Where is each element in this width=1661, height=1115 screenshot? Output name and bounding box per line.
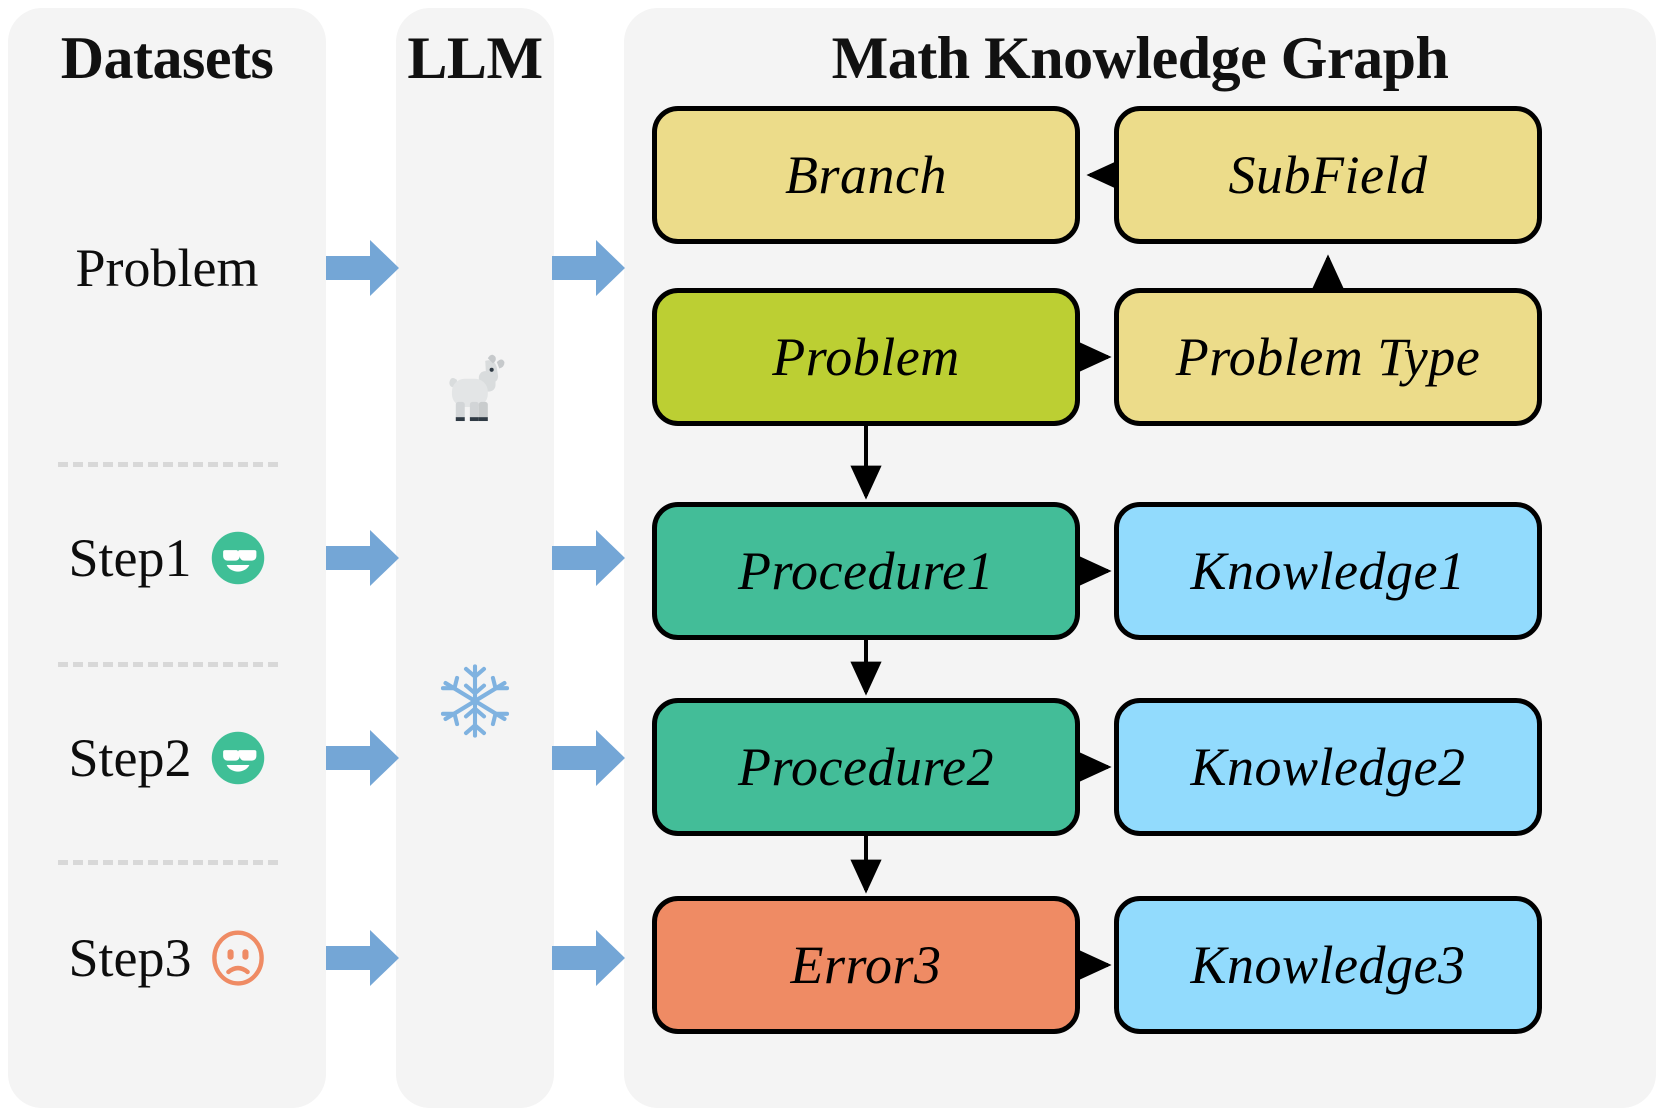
node-label: Knowledge (1190, 935, 1438, 995)
blue-block-arrow (552, 528, 626, 588)
node-label: Branch (785, 145, 947, 205)
dataset-label-step3: Step3 (68, 928, 192, 988)
blue-block-arrow (552, 238, 626, 298)
llama-icon (449, 354, 505, 422)
node-index: 1 (966, 541, 994, 601)
node-index: 3 (914, 935, 942, 995)
blue-block-arrow (326, 238, 400, 298)
slightly-frowning-face-icon (211, 930, 264, 986)
node-label: Knowledge (1190, 541, 1438, 601)
node-subfield[interactable]: SubField (1114, 106, 1542, 244)
node-label: Error (790, 935, 915, 995)
node-label: Problem (772, 327, 960, 387)
node-index: 1 (1437, 541, 1466, 601)
node-problem[interactable]: Problem (652, 288, 1080, 426)
dataset-row-step2: Step2 (8, 718, 326, 798)
datasets-title: Datasets (60, 25, 274, 91)
blue-block-arrow (326, 528, 400, 588)
node-problem-type[interactable]: Problem Type (1114, 288, 1542, 426)
snowflake-frozen-icon (440, 664, 510, 738)
dataset-label-step1: Step1 (68, 528, 192, 588)
node-index: 3 (1437, 935, 1466, 995)
panel-llm (396, 8, 554, 1108)
smiling-face-with-sunglasses-icon (211, 731, 264, 785)
dataset-label-problem: Problem (75, 238, 259, 298)
node-label: Knowledge (1190, 737, 1438, 797)
dataset-row-problem: Problem (8, 228, 326, 308)
dataset-row-step1: Step1 (8, 518, 326, 598)
node-index: 2 (966, 737, 994, 797)
dataset-label-step2: Step2 (68, 728, 192, 788)
node-label: Problem Type (1175, 327, 1481, 387)
dataset-separator (58, 662, 278, 667)
node-label: Procedure (738, 541, 967, 601)
node-label: SubField (1228, 145, 1428, 205)
blue-block-arrow (552, 928, 626, 988)
node-branch[interactable]: Branch (652, 106, 1080, 244)
llm-title: LLM (407, 25, 543, 91)
dataset-row-step3: Step3 (8, 918, 326, 998)
smiling-face-with-sunglasses-icon (211, 531, 264, 585)
panel-datasets (8, 8, 326, 1108)
blue-block-arrow (326, 728, 400, 788)
blue-block-arrow (552, 728, 626, 788)
dataset-separator (58, 462, 278, 467)
math-knowledge-graph-title: Math Knowledge Graph (831, 25, 1449, 91)
node-index: 2 (1437, 737, 1466, 797)
node-label: Procedure (738, 737, 967, 797)
dataset-separator (58, 860, 278, 865)
blue-block-arrow (326, 928, 400, 988)
